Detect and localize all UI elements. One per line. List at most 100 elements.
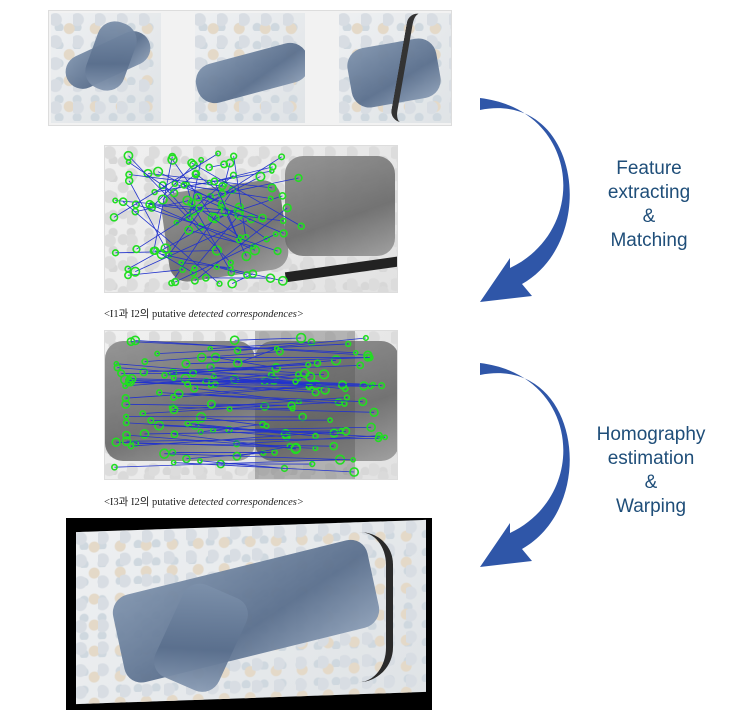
keypoint-marker [124,271,133,280]
keypoint-marker [130,335,141,346]
keypoint-marker [250,243,257,250]
match-line [214,181,240,241]
match-line [126,437,379,442]
keypoint-marker [124,176,134,186]
match-line [213,429,287,438]
keypoint-marker [272,231,279,238]
keypoint-marker [170,459,177,466]
keypoint-marker [246,214,256,224]
match-line [173,462,355,473]
match-line [173,377,382,387]
keypoint-marker [139,410,147,417]
input-image-1 [51,13,161,123]
keypoint-marker [273,246,282,256]
keypoint-marker [122,419,130,427]
keypoint-marker [132,245,141,254]
keypoint-marker [297,222,306,231]
match-line [188,159,202,218]
arrow-2 [480,363,570,567]
caption-1-prefix: <I1과 I2의 [104,309,150,320]
keypoint-marker [211,245,223,256]
keypoint-marker [125,376,134,385]
keypoint-marker [167,154,178,165]
keypoint-marker [343,394,351,401]
match-line [233,156,247,238]
match-line [135,218,252,273]
step1-line2: extracting [607,182,691,203]
keypoint-marker [149,246,158,256]
keypoint-marker [345,340,352,348]
keypoint-marker [123,150,134,161]
match-line [234,337,302,341]
keypoint-marker [290,443,301,455]
match-line [195,173,223,195]
keypoint-marker [318,369,330,380]
match-line [135,204,278,252]
match-line [115,250,218,254]
keypoint-marker [294,371,302,378]
keypoint-marker [127,442,135,450]
keypoint-marker [334,398,343,407]
keypoint-marker [338,427,345,434]
keypoint-marker [369,407,379,417]
match-line [185,357,368,365]
keypoint-marker [337,380,348,390]
keypoint-marker [271,362,281,373]
keypoint-marker [352,349,359,356]
keypoint-marker [160,243,171,254]
keypoint-marker [292,378,299,385]
keypoint-marker [235,237,242,244]
keypoint-marker [382,434,389,441]
keypoint-marker [295,398,303,405]
keypoint-marker [278,153,286,161]
keypoint-marker [121,394,130,403]
keypoint-marker [197,457,203,464]
keypoint-marker [155,389,163,396]
match-line [136,156,282,250]
match-line [210,341,312,350]
keypoint-marker [265,273,276,283]
keypoint-marker [117,369,126,378]
keypoint-marker [184,225,194,235]
match-line [164,453,354,461]
curved-arrow-1 [480,98,570,302]
match-line [128,180,167,249]
match-line [178,393,363,403]
keypoint-marker [229,374,240,385]
keypoint-marker [113,363,122,372]
match-line [143,364,309,373]
curved-arrow-2 [480,363,570,567]
caption-2-prefix: <I3과 I2의 [104,497,150,508]
step2-line3: & [644,472,658,493]
panorama-content [76,519,426,705]
match-line [131,378,343,386]
keypoint-marker [278,191,287,200]
keypoint-marker [267,195,274,202]
match-line [172,159,214,218]
keypoint-marker [217,189,227,198]
keypoint-marker [193,193,203,202]
keypoint-marker [159,448,170,459]
keypoint-marker [216,280,223,287]
match-line [125,379,316,386]
keypoint-marker [312,445,319,452]
keypoint-marker [233,346,242,355]
keypoint-marker [255,171,266,182]
keypoint-marker [157,194,168,205]
match-line [121,372,325,375]
keypoint-marker [125,159,132,165]
keypoint-marker [217,199,226,208]
keypoint-marker [358,397,368,407]
keypoint-marker [307,338,316,347]
keypoint-marker [207,382,215,389]
keypoint-marker [327,417,334,424]
keypoint-marker [113,360,120,367]
keypoint-marker [178,259,185,266]
keypoint-marker [181,359,191,369]
match-line [154,250,194,274]
keypoint-marker [112,197,119,204]
keypoint-marker [197,428,204,436]
match-line [173,397,347,411]
match-line [175,233,276,283]
keypoint-marker [330,355,342,366]
